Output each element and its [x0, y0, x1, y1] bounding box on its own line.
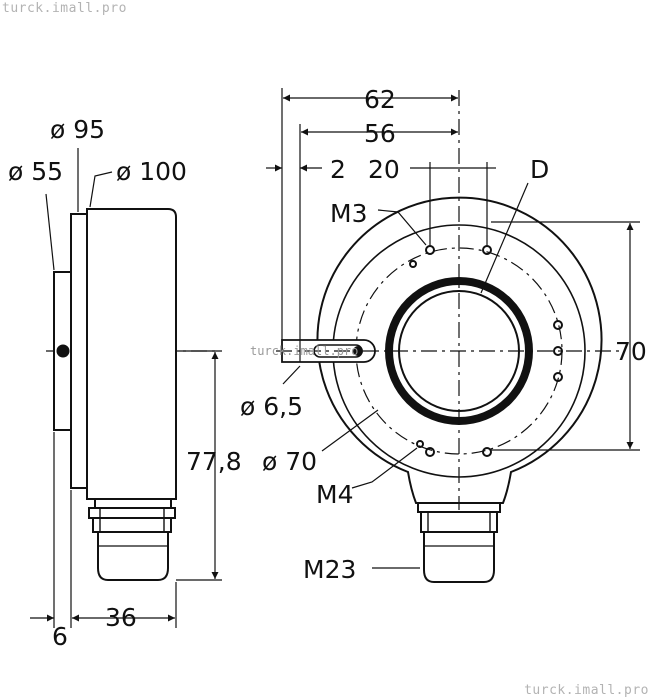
- label-6: 6: [52, 622, 68, 651]
- dia-100-leader: [89, 171, 113, 208]
- clamp-screw: [56, 344, 70, 358]
- connector-base: [94, 498, 172, 509]
- watermark-center: turck.imall.pro: [250, 344, 358, 358]
- label-dia-95: ø 95: [50, 115, 105, 144]
- front-centerlines: [276, 90, 620, 510]
- m4-leader: [351, 447, 418, 489]
- hole-right-middle: [553, 346, 563, 356]
- side-view: [46, 208, 215, 581]
- label-d: D: [530, 155, 549, 184]
- label-56: 56: [364, 119, 396, 148]
- label-77-8: 77,8: [186, 447, 242, 476]
- hole-m4: [416, 440, 424, 448]
- dia-55-leader: [45, 193, 55, 271]
- connector-nut-bottom: [92, 517, 172, 533]
- label-dia-100: ø 100: [116, 157, 187, 186]
- hole-right-lower: [553, 372, 563, 382]
- label-dia-70: ø 70: [262, 447, 317, 476]
- dimension-labels: 62 56 2 20 D M3 70 ø 6,5 ø 70 M4 M23 ø 9…: [8, 85, 647, 651]
- label-dia-6-5: ø 6,5: [240, 392, 303, 421]
- front-connector-body: [423, 531, 495, 583]
- d-leader: [480, 182, 529, 294]
- dia-6-5-leader: [282, 365, 301, 385]
- side-dimensions: [30, 148, 222, 628]
- label-36: 36: [105, 603, 137, 632]
- m3-leader: [377, 209, 427, 246]
- label-m23: M23: [303, 555, 356, 584]
- hole-bottom-right: [482, 447, 492, 457]
- label-2: 2: [330, 155, 346, 184]
- label-62: 62: [364, 85, 396, 114]
- hole-upper-left-small: [409, 260, 417, 268]
- encoder-housing: [86, 208, 177, 500]
- label-dia-55: ø 55: [8, 157, 63, 186]
- label-20: 20: [368, 155, 400, 184]
- label-m3: M3: [330, 199, 367, 228]
- label-70-vertical: 70: [615, 337, 647, 366]
- watermark-top-left: turck.imall.pro: [2, 1, 127, 16]
- front-view: [281, 196, 603, 583]
- label-m4: M4: [316, 480, 353, 509]
- connector-body: [97, 531, 169, 581]
- watermark-bottom-right: turck.imall.pro: [524, 683, 649, 698]
- connector-nut-top: [88, 507, 176, 519]
- hole-bottom-left: [425, 447, 435, 457]
- front-dimensions: [266, 88, 640, 569]
- dia-70-leader: [321, 409, 379, 452]
- front-connector-nut: [420, 511, 498, 533]
- mounting-flange: [70, 213, 88, 489]
- hole-right-upper: [553, 320, 563, 330]
